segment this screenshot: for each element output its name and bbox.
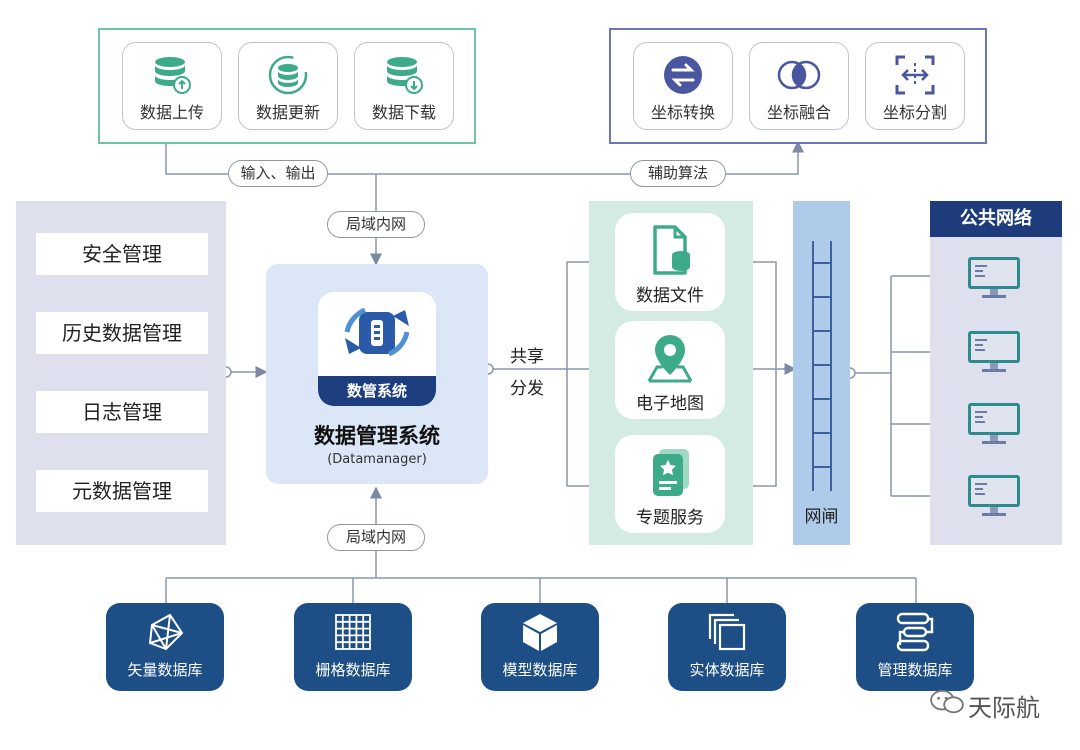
database-refresh-icon (268, 55, 308, 95)
database-upload-icon (155, 57, 191, 94)
service-card-icon (653, 449, 689, 496)
shared-outputs-panel: 数据文件 电子地图 专题服务 (589, 201, 753, 545)
data-upload-label: 数据上传 (139, 103, 204, 122)
management-panel: 安全管理 历史数据管理 日志管理 元数据管理 (16, 201, 226, 545)
management-item[interactable]: 历史数据管理 (36, 312, 208, 354)
vector-network-icon (148, 613, 184, 651)
electronic-map-label: 电子地图 (636, 394, 704, 414)
management-item[interactable]: 元数据管理 (36, 470, 208, 512)
swap-arrows-icon (664, 56, 702, 94)
management-database-label: 管理数据库 (877, 661, 953, 679)
system-badge: 数管系统 (318, 376, 436, 406)
model-database-label: 模型数据库 (502, 661, 578, 679)
management-flow-icon (896, 612, 934, 652)
entity-stack-icon (708, 613, 746, 651)
data-download-card[interactable]: 数据下载 (354, 42, 454, 130)
system-logo: 数管系统 (318, 292, 436, 406)
data-update-card[interactable]: 数据更新 (238, 42, 338, 130)
network-gateway: 网闸 (793, 201, 850, 545)
electronic-map-card[interactable]: 电子地图 (615, 321, 725, 419)
raster-grid-icon (335, 614, 371, 650)
entity-database-label: 实体数据库 (689, 661, 765, 679)
system-subtitle: (Datamanager) (327, 452, 427, 467)
thematic-service-card[interactable]: 专题服务 (615, 435, 725, 533)
coord-merge-label: 坐标融合 (766, 103, 831, 122)
management-database[interactable]: 管理数据库 (856, 603, 974, 691)
watermark-text: 天际航 (968, 694, 1040, 722)
coord-convert-label: 坐标转换 (650, 103, 715, 122)
computer-icon[interactable] (966, 255, 1022, 301)
algorithm-group: 坐标转换 坐标融合 坐标分割 (609, 28, 987, 144)
data-file-label: 数据文件 (636, 286, 704, 306)
share-label: 共享 (510, 347, 544, 367)
data-download-label: 数据下载 (371, 103, 436, 122)
data-upload-card[interactable]: 数据上传 (122, 42, 222, 130)
io-pill: 输入、输出 (228, 160, 328, 187)
gateway-ladder-icon (812, 241, 832, 491)
database-download-icon (387, 57, 423, 94)
system-logo-icon (344, 307, 410, 357)
distribute-label: 分发 (510, 379, 544, 399)
computer-icon[interactable] (966, 329, 1022, 375)
data-management-system[interactable]: 数管系统 数据管理系统 (Datamanager) (266, 264, 488, 484)
gateway-label: 网闸 (804, 507, 839, 527)
raster-database-label: 栅格数据库 (315, 661, 391, 679)
map-pin-icon (647, 335, 693, 383)
model-cube-icon (523, 614, 557, 651)
system-title: 数据管理系统 (314, 424, 440, 448)
management-item[interactable]: 日志管理 (36, 391, 208, 433)
vector-database-label: 矢量数据库 (127, 661, 203, 679)
thematic-service-label: 专题服务 (636, 508, 704, 528)
computer-icon[interactable] (966, 473, 1022, 519)
public-network-title: 公共网络 (930, 201, 1062, 237)
data-update-label: 数据更新 (255, 103, 320, 122)
vector-database[interactable]: 矢量数据库 (106, 603, 224, 691)
split-arrows-icon (895, 55, 935, 95)
computer-icon[interactable] (966, 401, 1022, 447)
assist-algorithm-pill: 辅助算法 (630, 160, 726, 187)
entity-database[interactable]: 实体数据库 (668, 603, 786, 691)
coord-split-card[interactable]: 坐标分割 (865, 42, 965, 130)
data-operations-group: 数据上传 数据更新 数据下载 (98, 28, 476, 144)
public-network-panel: 公共网络 (930, 201, 1062, 545)
lan-bottom-pill: 局域内网 (327, 524, 425, 551)
data-file-card[interactable]: 数据文件 (615, 213, 725, 311)
management-item[interactable]: 安全管理 (36, 233, 208, 275)
model-database[interactable]: 模型数据库 (481, 603, 599, 691)
coord-split-label: 坐标分割 (882, 103, 947, 122)
data-file-icon (653, 225, 690, 275)
lan-top-pill: 局域内网 (327, 211, 425, 238)
raster-database[interactable]: 栅格数据库 (294, 603, 412, 691)
coord-merge-card[interactable]: 坐标融合 (749, 42, 849, 130)
wechat-icon (930, 689, 964, 714)
overlap-circles-icon (777, 60, 821, 90)
coord-convert-card[interactable]: 坐标转换 (633, 42, 733, 130)
